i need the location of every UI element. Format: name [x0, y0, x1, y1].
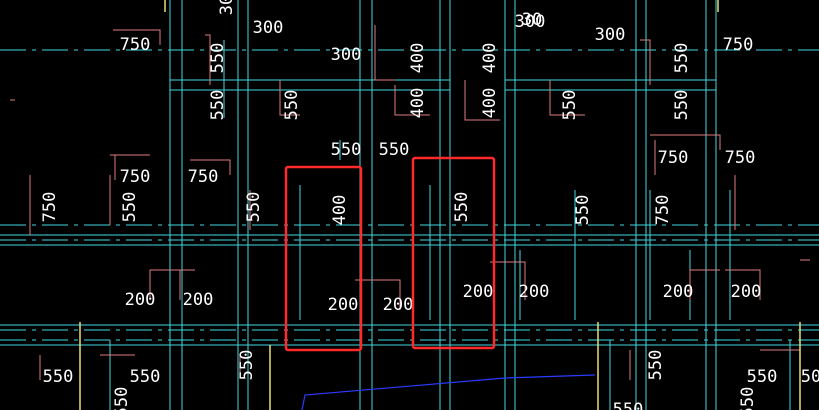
dimension-label: 550	[244, 192, 264, 223]
leader-line-22	[725, 269, 761, 300]
dimension-label: 200	[328, 295, 359, 315]
leader-line-17	[149, 269, 180, 300]
dimension-label: 300	[515, 12, 546, 32]
dimension-label: 200	[519, 282, 550, 302]
dimension-label: 550	[120, 192, 140, 223]
dimension-label: 750	[120, 167, 151, 187]
leader-line-3	[374, 25, 395, 81]
dimension-label: 550	[747, 367, 778, 387]
dimension-label: 300	[331, 45, 362, 65]
blue-polyline	[301, 374, 596, 410]
leader-line-21	[689, 269, 720, 300]
dimension-label: 550	[130, 367, 161, 387]
dimension-label: 400	[480, 43, 500, 74]
highlight-boxes	[284, 156, 496, 352]
highlight-box-1	[284, 165, 363, 352]
dimension-label: 550	[573, 195, 593, 226]
dimension-label: 750	[653, 195, 673, 226]
leader-line-6	[549, 80, 585, 116]
dimension-label: 30	[522, 10, 542, 30]
dimension-label: 550	[282, 90, 302, 121]
dimension-label: 750	[40, 192, 60, 223]
dimension-label: 550	[646, 350, 666, 381]
dimension-label: 200	[663, 282, 694, 302]
dimension-label: 750	[120, 35, 151, 55]
leader-line-7	[640, 39, 651, 85]
dimension-label: 550	[43, 367, 74, 387]
dimension-label: 550	[672, 43, 692, 74]
dimension-label: 550	[379, 140, 410, 160]
dimension-label: 200	[125, 290, 156, 310]
leader-line-0	[113, 29, 161, 45]
dimension-label: 550	[237, 350, 257, 381]
dimension-label: 30	[217, 0, 237, 15]
dimension-label: 200	[383, 295, 414, 315]
leader-line-5	[464, 80, 500, 121]
dimension-label: 550	[208, 43, 228, 74]
dimension-label: 550	[613, 400, 644, 410]
highlight-box-2	[411, 156, 496, 350]
dimension-label: 550	[672, 90, 692, 121]
dimension-label: 550	[331, 140, 362, 160]
leader-line-19	[355, 279, 401, 310]
leader-line-20	[490, 261, 526, 300]
dimension-label: 400	[408, 88, 428, 119]
leader-line-18	[179, 269, 195, 300]
leader-line-10	[190, 159, 231, 175]
dimension-label: 750	[725, 148, 756, 168]
dimension-label: 200	[731, 282, 762, 302]
dimension-label: 550	[560, 90, 580, 121]
dimension-label: 300	[595, 25, 626, 45]
dimension-label: 750	[658, 148, 689, 168]
leader-line-14	[650, 134, 721, 150]
dimension-label: 400	[408, 43, 428, 74]
dimension-label: 550	[452, 192, 472, 223]
dimension-label: 400	[330, 195, 350, 226]
dimension-label: 200	[463, 282, 494, 302]
dimension-label: 750	[723, 35, 754, 55]
dimension-label: 550	[738, 387, 758, 410]
dimension-label: 750	[188, 167, 219, 187]
dimension-label: 300	[253, 18, 284, 38]
dimension-label: 550	[208, 90, 228, 121]
leader-line-2	[279, 80, 300, 116]
leader-line-1	[205, 34, 211, 85]
dimension-label: 550	[112, 387, 132, 410]
dimension-label: 50	[801, 367, 819, 387]
dimension-label: 200	[183, 290, 214, 310]
dimension-label: 400	[480, 88, 500, 119]
leader-line-4	[394, 85, 430, 116]
